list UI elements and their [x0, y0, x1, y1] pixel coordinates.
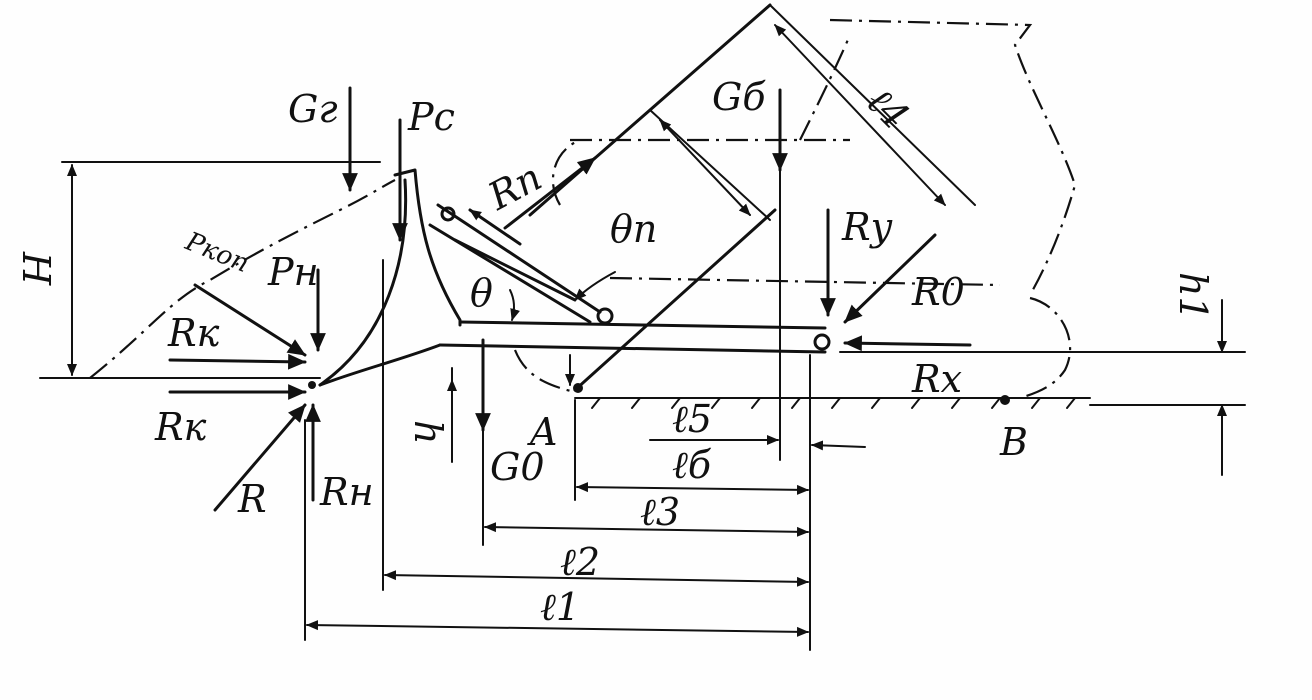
lever-line-A: [573, 208, 777, 392]
force-R-0: [843, 233, 937, 324]
label-l6: ℓб: [672, 443, 712, 487]
label-l1: ℓ1: [540, 585, 580, 629]
label-l5: ℓ5: [672, 397, 712, 441]
label-P-c: Pc: [407, 95, 455, 139]
force-R-p-rod: [468, 208, 522, 246]
push-beam-bottom: [438, 343, 827, 354]
label-P-kop: Pкоп: [180, 226, 253, 279]
l3-dimension: [484, 522, 809, 537]
frame-axis-line: [609, 276, 1001, 287]
label-R-k-top: Rк: [167, 311, 220, 355]
ground-hatching: [591, 397, 1076, 409]
track-front-outline: [1019, 296, 1072, 400]
cab-front-line: [799, 34, 852, 141]
label-l4: ℓ4: [858, 79, 917, 138]
cylinder-pin-upper: [440, 206, 456, 222]
label-theta: θ: [470, 271, 493, 315]
point-A: [573, 383, 583, 393]
ram-outline: [551, 138, 581, 206]
force-P-kop: [193, 283, 307, 357]
label-l2: ℓ2: [560, 540, 600, 584]
cylinder-pin-lower: [596, 307, 614, 325]
label-G-g: Gг: [288, 87, 338, 131]
label-l3: ℓ3: [640, 490, 680, 534]
label-R-k: Rк: [154, 405, 207, 449]
label-theta-p: θп: [610, 207, 657, 251]
force-R-k-upper: [168, 353, 307, 370]
cylinder-rod: [453, 238, 577, 302]
l1-dimension: [306, 620, 809, 637]
pivot-arc: [513, 349, 576, 394]
blade-knife: [318, 343, 442, 387]
beam-hinge: [813, 333, 831, 351]
theta-arrow: [509, 289, 520, 321]
label-R-0: R0: [911, 270, 965, 314]
label-h1: h1: [1171, 272, 1215, 321]
tractor-cab-outline: [829, 18, 1077, 296]
l6-dimension: [576, 482, 809, 495]
label-R-n: Rн: [319, 470, 374, 514]
force-R-p: [503, 156, 597, 230]
soil-prism-outline: [89, 179, 396, 379]
label-h: h: [406, 420, 450, 444]
blade-front-curve: [318, 178, 408, 387]
theta-p-arrow: [574, 271, 616, 301]
l4-dimension: [774, 24, 946, 206]
blade-rear: [393, 168, 462, 327]
label-G-b: Gб: [712, 75, 766, 119]
force-R: [213, 403, 307, 512]
blade-tip-point: [308, 381, 316, 389]
cylinder-top: [436, 203, 602, 314]
label-R-y: Rу: [841, 205, 893, 249]
label-P-n: Pн: [267, 250, 319, 294]
force-R-x: [843, 335, 972, 352]
lever-line-mid: [649, 109, 771, 221]
label-A: A: [527, 410, 557, 454]
label-G-0: G0: [490, 445, 545, 489]
l5-dim-right: [811, 440, 866, 451]
push-beam-top: [458, 320, 827, 330]
point-B: [1000, 395, 1010, 405]
label-R: R: [237, 477, 267, 521]
thetap-dimension: [659, 119, 751, 216]
l2-dimension: [384, 570, 809, 587]
label-R-x: Rх: [911, 357, 962, 401]
label-B: B: [999, 420, 1028, 464]
label-H: H: [14, 251, 58, 286]
